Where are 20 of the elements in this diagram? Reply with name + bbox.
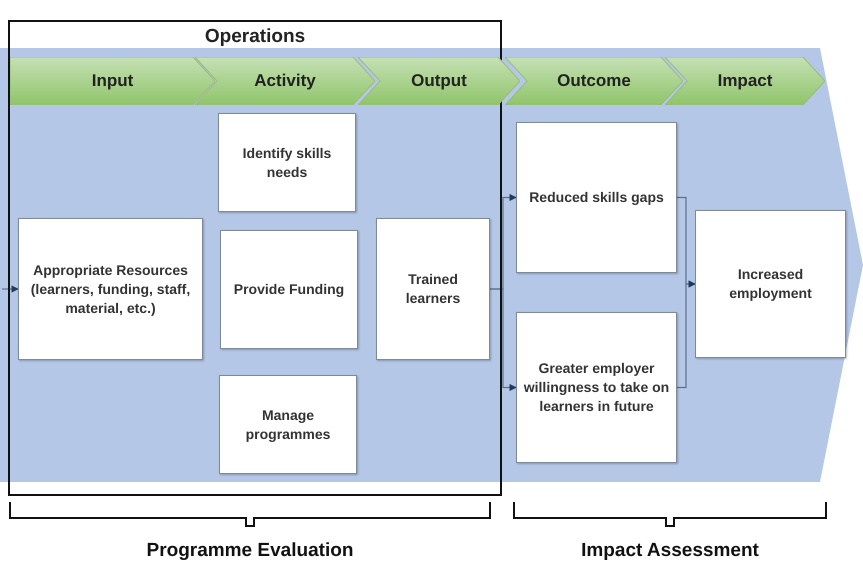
process-box: Provide Funding bbox=[220, 230, 358, 349]
group-title: Operations bbox=[204, 26, 306, 48]
group-frame bbox=[8, 20, 502, 496]
stage-label: Impact bbox=[718, 71, 772, 91]
stage-label: Output bbox=[411, 71, 467, 91]
section-label: Impact Assessment bbox=[581, 540, 759, 562]
connector-arrow bbox=[677, 280, 696, 388]
process-box: Reduced skills gaps bbox=[516, 122, 677, 273]
process-box: Appropriate Resources (learners, funding, staff, material, etc.) bbox=[18, 218, 203, 360]
stage-label: Outcome bbox=[557, 71, 631, 91]
stage-label: Input bbox=[92, 71, 134, 91]
section-label: Programme Evaluation bbox=[146, 540, 354, 562]
process-box: Trained learners bbox=[376, 218, 490, 360]
stage-label: Activity bbox=[254, 71, 316, 91]
process-box: Increased employment bbox=[695, 210, 846, 358]
process-box: Manage programmes bbox=[219, 375, 357, 474]
process-box: Greater employer willingness to take on learners in future bbox=[516, 312, 677, 463]
connector-arrow bbox=[490, 288, 517, 392]
process-box: Identify skills needs bbox=[218, 113, 356, 212]
connector-arrow bbox=[2, 285, 19, 293]
